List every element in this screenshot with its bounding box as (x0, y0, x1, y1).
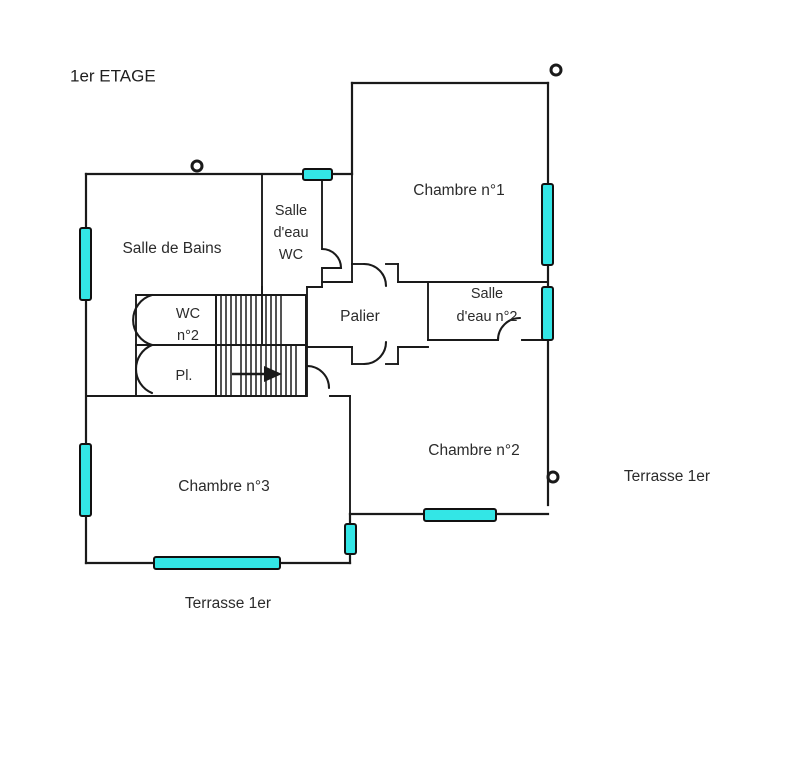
room-label-placard: Pl. (176, 368, 193, 384)
room-label-salle-d-eau-2-line1: Salle (471, 286, 503, 302)
exterior-labels: Terrasse 1er Terrasse 1er (185, 468, 710, 612)
staircase-steps-upper (220, 295, 282, 345)
room-label-wc-2-line1: WC (176, 306, 200, 322)
room-label-salle-de-bains: Salle de Bains (122, 240, 221, 257)
staircase (215, 294, 307, 397)
page-title: 1er ETAGE (70, 66, 156, 85)
door-salle-eau-wc (320, 247, 343, 270)
label-terrasse-bottom: Terrasse 1er (185, 595, 271, 612)
room-label-palier: Palier (340, 308, 380, 325)
window-chambre3-left (79, 443, 92, 517)
window-salle-de-bains-left (79, 227, 92, 301)
room-label-chambre-3: Chambre n°3 (178, 478, 270, 495)
window-chambre2-bottom (423, 508, 497, 522)
staircase-direction-arrow (232, 366, 282, 382)
window-salle-eau2-right (541, 286, 554, 341)
room-label-wc-2-line2: n°2 (177, 328, 199, 344)
door-palier-to-chambre3 (305, 364, 331, 390)
door-placard (135, 343, 154, 395)
room-label-salle-d-eau-wc-line3: WC (279, 247, 303, 263)
window-chambre3-right-small (344, 523, 357, 555)
room-label-salle-d-eau-wc-line2: d'eau (273, 225, 308, 241)
window-salle-eau-wc-top (302, 168, 333, 181)
label-terrasse-right: Terrasse 1er (624, 468, 710, 485)
corner-markers (190, 63, 563, 484)
window-chambre1-right (541, 183, 554, 266)
staircase-steps-lower (220, 345, 297, 396)
door-salle-eau-2 (496, 316, 522, 342)
windows (79, 168, 554, 570)
room-label-salle-d-eau-2-line2: d'eau n°2 (457, 309, 518, 325)
door-palier-to-chambre2 (362, 340, 388, 366)
room-label-salle-d-eau-wc-line1: Salle (275, 203, 307, 219)
room-label-chambre-1: Chambre n°1 (413, 182, 505, 199)
door-palier-to-chambre1 (362, 262, 388, 288)
interior-walls (85, 173, 549, 515)
door-wc-2 (132, 293, 154, 347)
door-swings (132, 247, 522, 395)
corner-marker-right (546, 470, 560, 484)
window-chambre3-bottom (153, 556, 281, 570)
corner-marker-top-right (549, 63, 563, 77)
corner-marker-top-left (190, 159, 204, 173)
room-labels: Salle de Bains Salle d'eau WC Chambre n°… (122, 182, 519, 495)
room-label-chambre-2: Chambre n°2 (428, 442, 520, 459)
